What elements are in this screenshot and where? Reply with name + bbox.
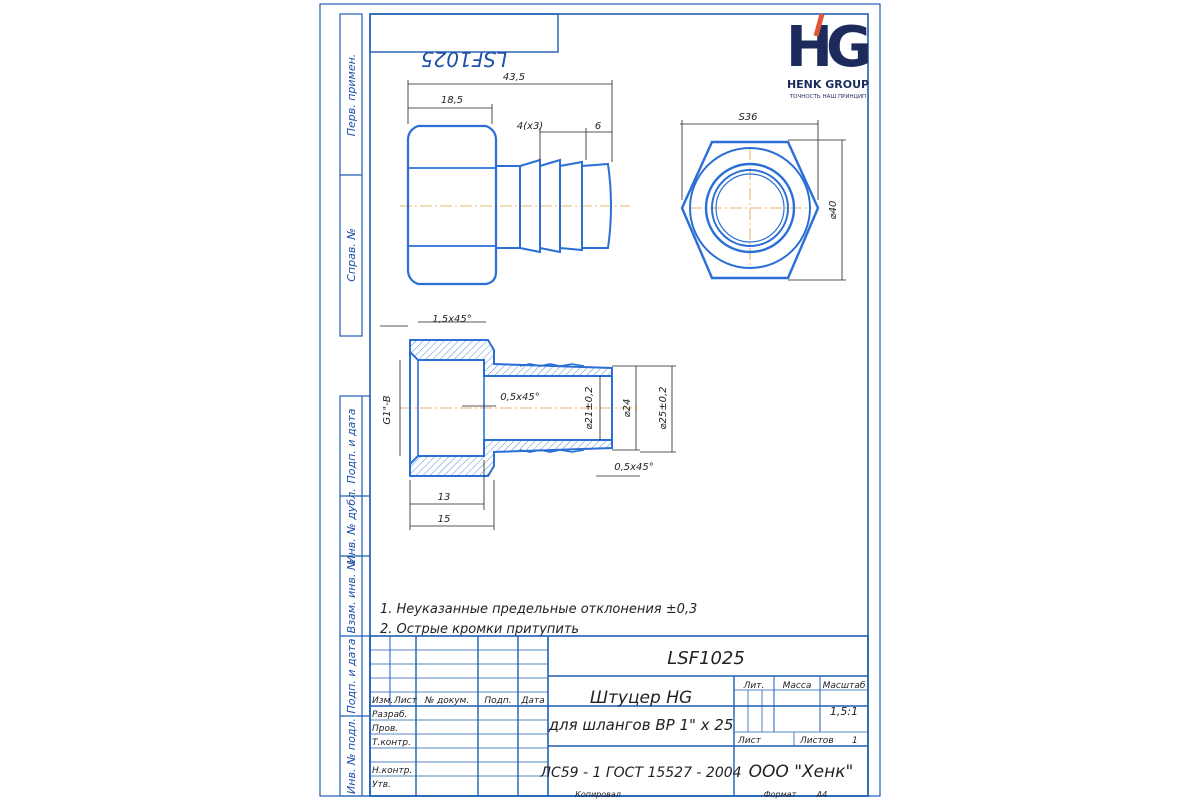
dim-len-ribs: 4(x3) [517,121,543,132]
mirrored-code-box: LSF1025 [369,13,559,71]
tb-lit: Лит. [743,681,765,691]
side-label-perv-primen: Перв. примен. [345,54,358,137]
logo-tagline: ТОЧНОСТЬ НАШ ПРИНЦИП [789,94,866,100]
tb-sheet: Лист [737,736,762,746]
tb-row-prov: Пров. [372,724,398,734]
side-label-inv-podl: Инв. № подл. [345,718,358,794]
tb-scale-label: Масштаб [823,681,866,691]
tb-material: ЛС59 - 1 ГОСТ 15527 - 2004 [539,765,741,781]
tb-copied: Копировал [575,790,621,799]
note-2: 2. Острые кромки притупить [380,622,579,637]
logo-mark-g: G [826,15,872,80]
tb-row-razrab: Разраб. [372,710,407,720]
dim-d-inner: ⌀21±0,2 [584,386,595,429]
inner-frame [369,13,869,797]
tb-sheets: Листов [799,736,834,746]
logo-brand: HENK GROUP [787,78,869,91]
side-label-inv-dubl: Инв. № дубл. [345,488,358,563]
side-label-sprav: Справ. № [345,228,358,282]
dim-thread: G1"-В [382,395,393,424]
tb-col-podp: Подп. [484,696,511,706]
dim-chamfer-out: 0,5x45° [614,462,654,473]
tb-company: ООО "Хенк" [749,762,854,782]
mirrored-code: LSF1025 [421,47,507,71]
tb-scale: 1,5:1 [830,705,858,718]
dim-chamfer-top: 1,5x45° [432,314,472,325]
dim-chamfer-in: 0,5x45° [500,392,540,403]
title-block [369,635,869,797]
tb-name-line2: для шлангов ВР 1" х 25 [548,716,734,734]
dim-d-outer: ⌀25±0,2 [658,386,669,429]
section-view: 1,5x45° G1"-В 0,5x45° ⌀21±0,2 ⌀24 ⌀25±0,… [380,314,676,530]
tb-format: А4 [816,790,828,799]
tb-row-tkontr: Т.контр. [372,738,411,748]
title-block-text: LSF1025 Изм. Лист № докум. Подп. Дата Ра… [372,648,866,799]
note-1: 1. Неуказанные предельные отклонения ±0,… [380,602,697,617]
tb-sheets-value: 1 [852,736,858,746]
dim-d-mid: ⌀24 [622,399,633,418]
tb-name-line1: Штуцер HG [590,688,692,708]
tb-code: LSF1025 [667,648,745,669]
tb-col-doc: № докум. [424,696,469,706]
side-view: 43,5 18,5 4(x3) 6 [400,72,630,286]
side-label-podp-data-1: Подп. и дата [345,408,358,483]
dim-len-tip: 6 [595,121,601,132]
tb-col-izm: Изм. [372,696,393,706]
dim-len-total: 43,5 [503,72,525,83]
dim-hex-diam: ⌀40 [828,201,839,220]
tb-mass: Масса [783,681,812,691]
side-label-podp-data-2: Подп. и дата [345,638,358,713]
tb-format-label: Формат [764,790,797,799]
side-label-vzam-inv: Взам. инв. № [345,559,358,634]
tb-row-utv: Утв. [372,780,391,790]
henk-group-logo: H G HENK GROUP ТОЧНОСТЬ НАШ ПРИНЦИП [786,13,872,100]
logo-mark: H [786,15,833,80]
dim-hex-size: S36 [738,112,757,123]
end-view: S36 ⌀40 [680,112,846,281]
dim-len-body: 15 [438,514,451,525]
tb-col-list: Лист [393,696,418,706]
tb-col-date: Дата [520,696,544,706]
dim-len-thread: 13 [438,492,451,503]
side-strip: Перв. примен. Справ. № Подп. и дата Инв.… [339,13,371,797]
dim-len-hex: 18,5 [441,95,463,106]
tb-row-nkontr: Н.контр. [372,766,412,776]
